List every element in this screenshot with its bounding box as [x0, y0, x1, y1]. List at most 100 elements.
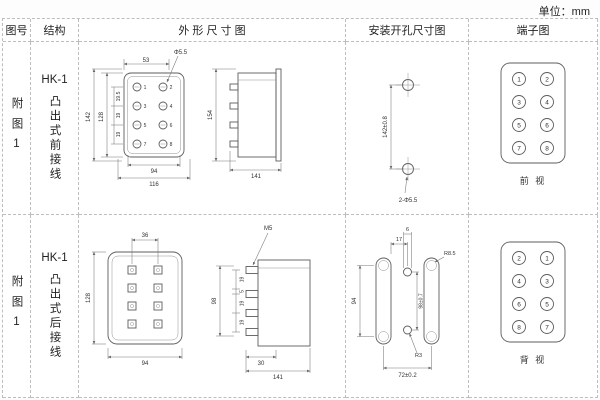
row1-figure-no-label: 附图1	[10, 97, 23, 159]
dim-pitch-1: 19.5	[116, 91, 122, 101]
unit-label: 单位：mm	[538, 6, 590, 18]
dim-hole-spacing: 142±0.8	[383, 115, 389, 137]
side-view	[229, 68, 281, 161]
dim-height-body: 128	[86, 292, 92, 303]
terminal-cell: 2	[545, 76, 549, 83]
header-figure-no: 图号	[3, 19, 31, 42]
terminal-cell: 1	[517, 76, 521, 83]
dim-height-overall: 142	[86, 111, 92, 122]
terminal-cell: 4	[545, 99, 549, 106]
dim-depth-small: 30	[257, 361, 264, 367]
row2-terminal-diagram: 2 1 4 3 6 5 8 7 背 视	[469, 215, 598, 398]
row2-mounting-drawing: 17 6 R8.5 94 98±0.7 R3	[346, 215, 469, 398]
dim-pitch-2: 5	[239, 289, 245, 292]
dim-pitch-3: 19	[239, 300, 245, 306]
terminal-cell: 5	[545, 301, 549, 308]
row2-model-label: HK-1	[41, 252, 68, 264]
dim-left-height: 94	[352, 297, 358, 304]
row1-structure: HK-1 凸出式前接线	[31, 42, 79, 215]
terminal-number: 8	[169, 142, 172, 148]
side-view-dimensions: 154 141	[208, 68, 281, 180]
dim-radius-slot: R8.5	[444, 251, 456, 257]
dim-width-inner: 94	[150, 169, 157, 175]
terminal-cell: 3	[545, 278, 549, 285]
row2-structure-label: 凸出式后接线	[48, 273, 61, 360]
dim-pitch-3: 19	[116, 131, 122, 137]
row1-terminal-svg: 1 2 3 4 5 6 7 8 前 视	[500, 62, 566, 186]
rear-view	[107, 251, 182, 344]
terminal-number: 5	[143, 123, 146, 129]
terminal-cell: 2	[517, 255, 521, 262]
dim-hole-dia: Φ5.5	[174, 50, 188, 56]
row2-terminal-svg: 2 1 4 3 6 5 8 7 背 视	[500, 241, 566, 365]
terminal-circles: 2 1 4 3 6 5 8 7	[512, 250, 554, 334]
terminal-number: 1	[143, 85, 146, 91]
dim-top-width: 36	[141, 233, 148, 239]
terminal-cell: 5	[517, 122, 521, 129]
terminal-cell: 8	[545, 145, 549, 152]
side-view	[245, 259, 310, 346]
dim-side-depth: 141	[272, 375, 283, 381]
terminal-number: 7	[143, 142, 146, 148]
terminal-number: 6	[169, 123, 172, 129]
row2-outline-drawing: 36 128 94	[79, 215, 346, 398]
terminal-outline	[500, 62, 566, 163]
terminal-cell: 1	[545, 255, 549, 262]
row2-figure-no: 附图1	[3, 215, 31, 398]
view-label: 背 视	[520, 354, 547, 365]
dim-side-height: 98	[212, 297, 218, 304]
dim-top-width: 53	[142, 58, 149, 64]
terminal-number: 4	[169, 104, 172, 110]
header-structure: 结构	[31, 19, 79, 42]
mounting-dimensions: 17 6 R8.5 94 98±0.7 R3	[352, 227, 456, 379]
mounting-holes	[395, 72, 420, 181]
dim-hole-callout: 2-Φ5.5	[398, 198, 417, 204]
row1-outline-drawing: 1 2 3 4 5 6 7 8 53 Φ5.5	[79, 42, 346, 215]
dim-side-height: 154	[208, 109, 214, 120]
dim-width-overall: 116	[149, 182, 159, 188]
row1-outline-svg: 1 2 3 4 5 6 7 8 53 Φ5.5	[86, 50, 281, 188]
terminal-circles: 1 2 3 4 5 6 7 8	[512, 71, 554, 155]
row2-outline-svg: 36 128 94	[86, 226, 310, 381]
dim-top-a: 17	[395, 237, 401, 243]
header-mounting: 安装开孔尺寸图	[346, 19, 469, 42]
dim-height-body: 128	[99, 111, 105, 122]
view-label: 前 视	[520, 175, 547, 186]
spec-table: 图号 结构 外 形 尺 寸 图 安装开孔尺寸图 端子图 附图1 HK-1 凸出式…	[2, 18, 598, 398]
dim-radius-small: R3	[415, 353, 422, 359]
header-terminal: 端子图	[469, 19, 598, 42]
dim-screw: M5	[264, 226, 273, 232]
terminal-outline	[500, 241, 566, 342]
mounting-dimensions: 142±0.8 2-Φ5.5	[383, 84, 417, 204]
dim-pitch-2: 19	[116, 112, 122, 118]
row1-terminal-diagram: 1 2 3 4 5 6 7 8 前 视	[469, 42, 598, 215]
row2-structure: HK-1 凸出式后接线	[31, 215, 79, 398]
row1-mounting-drawing: 142±0.8 2-Φ5.5	[346, 42, 469, 215]
terminal-cell: 8	[517, 324, 521, 331]
row1-figure-no: 附图1	[3, 42, 31, 215]
front-view-dimensions: 53 Φ5.5 142 128 19.5	[86, 50, 190, 188]
row1-structure-label: 凸出式前接线	[48, 95, 61, 182]
terminal-cell: 6	[517, 301, 521, 308]
terminal-cell: 6	[545, 122, 549, 129]
dim-bottom-width: 72±0.2	[398, 373, 417, 379]
side-view-dimensions: M5 98 19 5 19 19	[212, 226, 310, 381]
row1-model-label: HK-1	[41, 74, 68, 86]
row2-mounting-svg: 17 6 R8.5 94 98±0.7 R3	[352, 227, 456, 379]
terminal-cell: 7	[517, 145, 521, 152]
terminal-cell: 4	[517, 278, 521, 285]
dim-width-inner: 94	[141, 361, 148, 367]
header-outline: 外 形 尺 寸 图	[79, 19, 346, 42]
row2-figure-no-label: 附图1	[10, 275, 23, 337]
terminal-cell: 7	[545, 324, 549, 331]
front-view: 1 2 3 4 5 6 7 8	[123, 72, 184, 157]
rear-view-dimensions: 36 128 94	[86, 233, 182, 367]
dim-pitch-1: 19	[239, 276, 245, 282]
dim-top-b: 6	[405, 227, 408, 233]
terminal-cell: 3	[517, 99, 521, 106]
dim-pitch-4: 19	[239, 319, 245, 325]
dim-side-depth: 141	[250, 174, 261, 180]
dim-mid-height: 98±0.7	[418, 293, 424, 308]
mounting-slots	[375, 257, 439, 344]
